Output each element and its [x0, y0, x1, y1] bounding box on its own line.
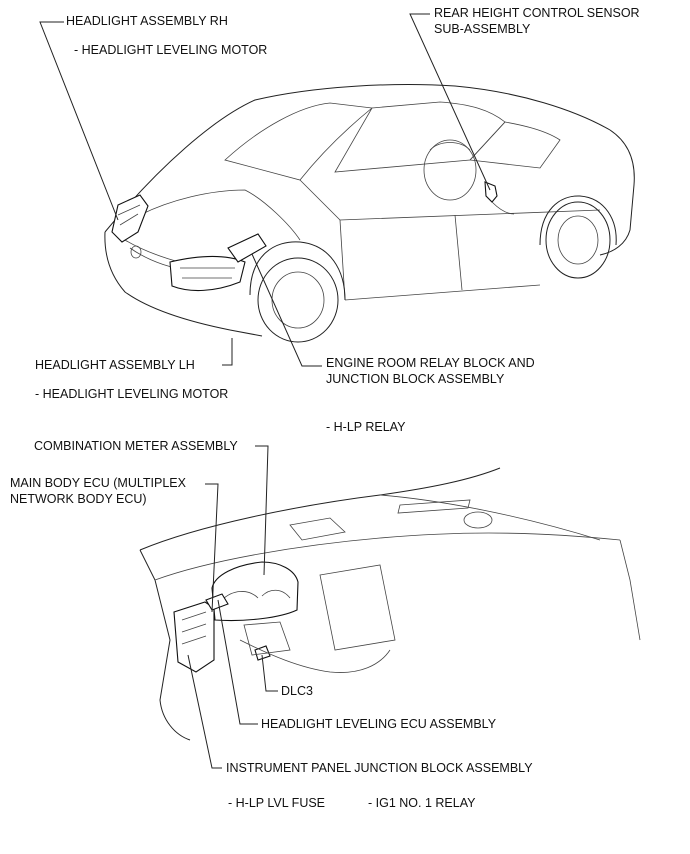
car-illustration: [104, 84, 635, 343]
label-hlp-lvl-fuse: - H-LP LVL FUSE: [228, 796, 326, 810]
label-headlight-rh-leveling-motor: - HEADLIGHT LEVELING MOTOR: [74, 43, 268, 57]
label-engine-room-relay-block-line1: ENGINE ROOM RELAY BLOCK AND: [326, 356, 535, 370]
label-hlp-relay: - H-LP RELAY: [326, 420, 406, 434]
dashboard-illustration: [139, 467, 641, 741]
label-headlight-lh-leveling-motor: - HEADLIGHT LEVELING MOTOR: [35, 387, 229, 401]
label-rear-height-sensor-line1: REAR HEIGHT CONTROL SENSOR: [434, 6, 640, 20]
label-headlight-leveling-ecu: HEADLIGHT LEVELING ECU ASSEMBLY: [261, 717, 497, 731]
leader-lines: [39, 13, 491, 769]
label-engine-room-relay-block-line2: JUNCTION BLOCK ASSEMBLY: [326, 372, 505, 386]
label-instrument-panel-junction-block: INSTRUMENT PANEL JUNCTION BLOCK ASSEMBLY: [226, 761, 533, 775]
label-rear-height-sensor-line2: SUB-ASSEMBLY: [434, 22, 531, 36]
label-dlc3: DLC3: [281, 684, 313, 698]
label-headlight-assembly-lh: HEADLIGHT ASSEMBLY LH: [35, 358, 195, 372]
label-main-body-ecu-line2: NETWORK BODY ECU): [10, 492, 147, 506]
label-headlight-assembly-rh: HEADLIGHT ASSEMBLY RH: [66, 14, 228, 28]
label-ig1-no1-relay: - IG1 NO. 1 RELAY: [368, 796, 476, 810]
label-main-body-ecu-line1: MAIN BODY ECU (MULTIPLEX: [10, 476, 186, 490]
label-combination-meter-assembly: COMBINATION METER ASSEMBLY: [34, 439, 238, 453]
